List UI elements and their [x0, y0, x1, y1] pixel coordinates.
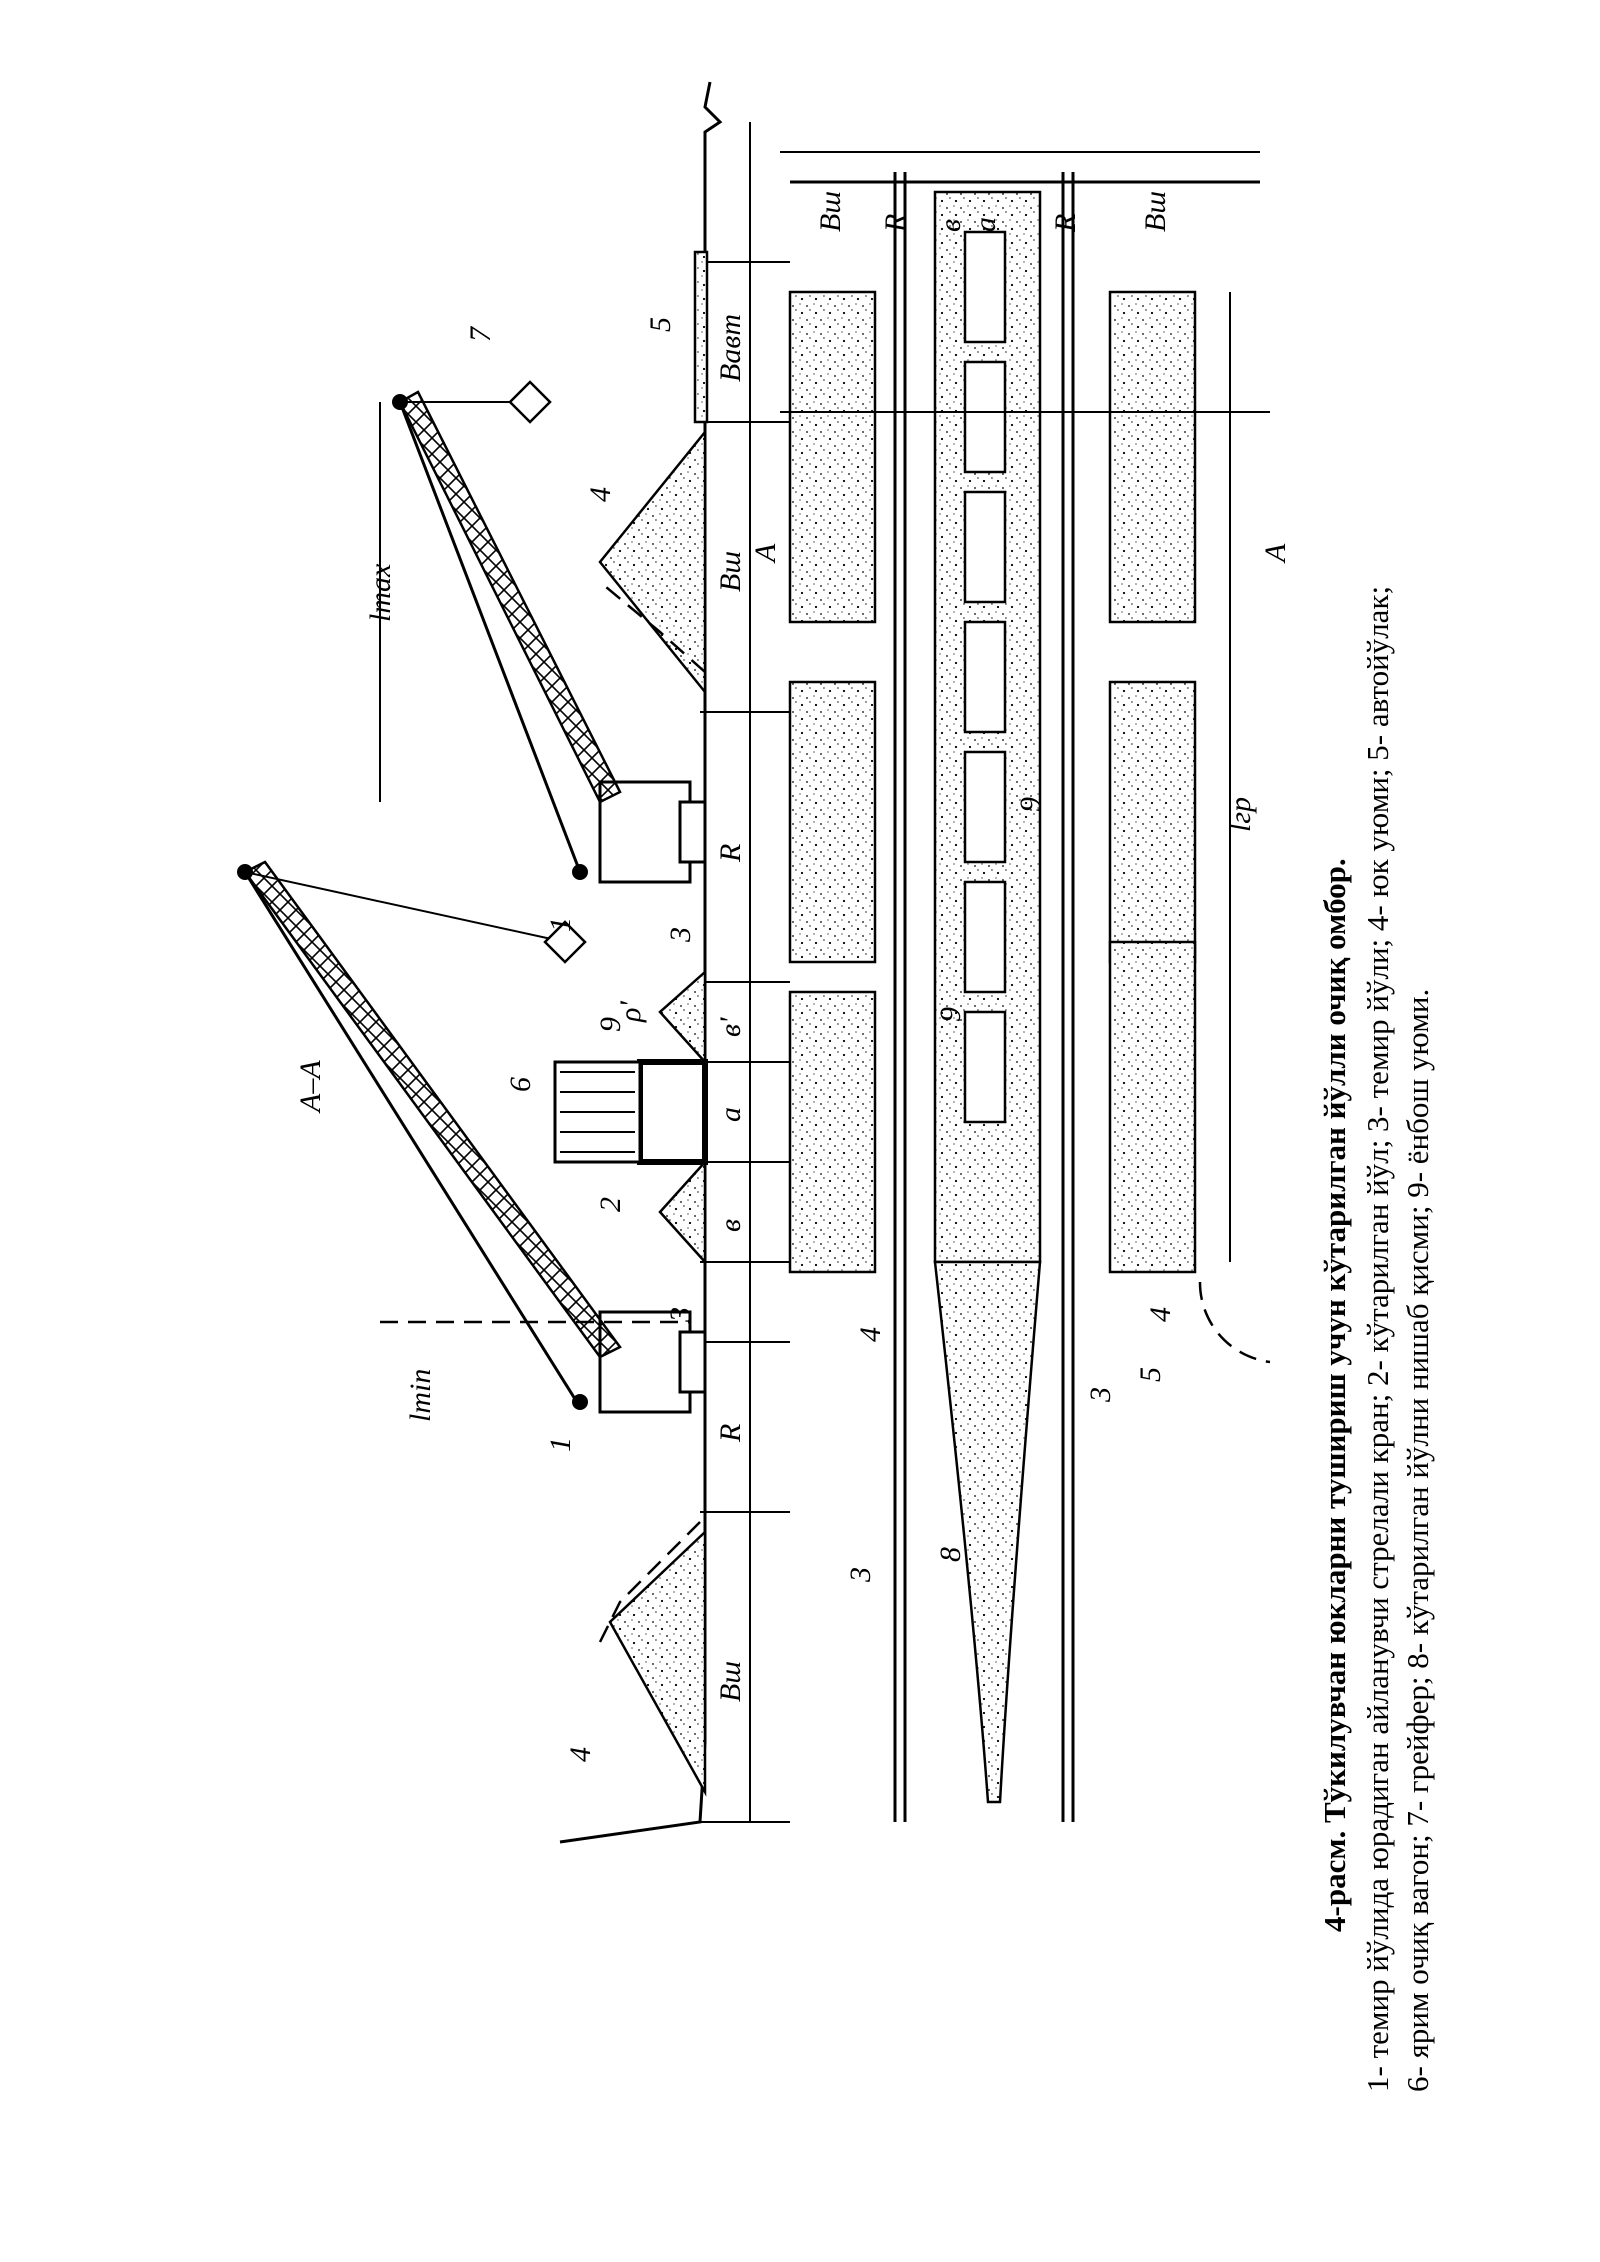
- num-plan-embank-1: 9: [934, 1007, 967, 1022]
- pile-right-outline: [599, 581, 706, 673]
- plan-dim-b: в: [934, 219, 967, 232]
- plan-piles-upper-row: [788, 290, 877, 1274]
- num-grab: 7: [464, 325, 497, 342]
- plan-dim-bsh-top: Bш: [814, 191, 847, 232]
- num-wagon: 6: [504, 1077, 537, 1092]
- dim-b-prime: в': [714, 1017, 747, 1037]
- plan-piles-lower-row: [1108, 290, 1197, 1274]
- num-crane-left: 1: [544, 1437, 577, 1452]
- num-pile-left: 4: [564, 1747, 597, 1762]
- num-crane-right: 1: [544, 917, 577, 932]
- num-elevated-track: 2: [594, 1197, 627, 1212]
- num-plan-pile-top: 4: [854, 1327, 887, 1342]
- caption: 4-расм. Тўкилувчан юкларни тушириш учун …: [1317, 586, 1435, 2092]
- plan-wagons: [963, 230, 1007, 1124]
- num-embankment: 9: [594, 1017, 627, 1032]
- dim-bsh-left: Bш: [714, 1661, 747, 1702]
- elevated-track-frame: [637, 1059, 708, 1165]
- section-label: A–A: [294, 1060, 327, 1114]
- dim-r-left: R: [714, 1424, 747, 1443]
- embankment-left: [658, 1158, 707, 1266]
- cargo-pile-right: [598, 428, 707, 696]
- num-rail-left: 3: [664, 1307, 697, 1323]
- crane-left: [237, 860, 707, 1414]
- plan-dim-r-top: R: [879, 214, 912, 233]
- num-plan-embank-2: 9: [1014, 797, 1047, 812]
- dim-lmin: lmin: [404, 1369, 437, 1422]
- num-ramp-plan: 8: [934, 1547, 967, 1562]
- wagon-ribs: [560, 1071, 635, 1153]
- dimension-ticks: [700, 261, 790, 1823]
- dim-r-right: R: [714, 844, 747, 863]
- caption-line-2: 6- ярим очиқ вагон; 7- грейфер; 8- кўтар…: [1400, 989, 1435, 2092]
- plan-dim-bsh-bottom: Bш: [1139, 191, 1172, 232]
- dim-lmax: lmax: [364, 563, 397, 622]
- embankment-right: [658, 969, 707, 1066]
- dim-a: a: [714, 1107, 747, 1122]
- technical-drawing: A–A Bш R в a в' ρ' R Bш Bавт lmax lmin l…: [237, 81, 1435, 2092]
- num-plan-pile-bottom: 4: [1144, 1307, 1177, 1322]
- pile-left-outline: [598, 1521, 701, 1643]
- num-plan-rail-1: 3: [844, 1567, 877, 1583]
- plan-dim-a: a: [969, 217, 1002, 232]
- section-mark-bottom: A: [1259, 543, 1292, 564]
- dim-lgr: lгр: [1224, 797, 1257, 832]
- num-plan-road: 5: [1134, 1367, 1167, 1382]
- num-rail-right: 3: [664, 927, 697, 943]
- plan-elevated-track: [933, 190, 1042, 1804]
- plan-view: [780, 151, 1271, 1822]
- num-plan-rail-2: 3: [1084, 1387, 1117, 1403]
- dim-bavt: Bавт: [714, 314, 747, 382]
- caption-line-1: 1- темир йўлида юрадиган айланувчи стрел…: [1360, 586, 1395, 2092]
- crane-right: [379, 380, 707, 884]
- plan-road-curve: [1198, 1281, 1271, 1364]
- cargo-pile-left: [608, 1529, 707, 1797]
- dim-rho-prime: ρ': [614, 1001, 647, 1023]
- dim-b-left: в: [714, 1219, 747, 1232]
- road-strip: [693, 250, 709, 424]
- section-mark-top: A: [749, 543, 782, 564]
- plan-rail-lower: [1061, 172, 1075, 1822]
- caption-title: 4-расм. Тўкилувчан юкларни тушириш учун …: [1317, 858, 1352, 1932]
- drawing-labels: A–A Bш R в a в' ρ' R Bш Bавт lmax lmin l…: [294, 191, 1292, 1762]
- num-pile-right: 4: [584, 487, 617, 502]
- plan-rail-upper: [893, 172, 907, 1822]
- plan-dim-r-bottom: R: [1049, 214, 1082, 233]
- dim-bsh-right: Bш: [714, 551, 747, 592]
- section-view: [237, 81, 790, 1844]
- num-road: 5: [644, 317, 677, 332]
